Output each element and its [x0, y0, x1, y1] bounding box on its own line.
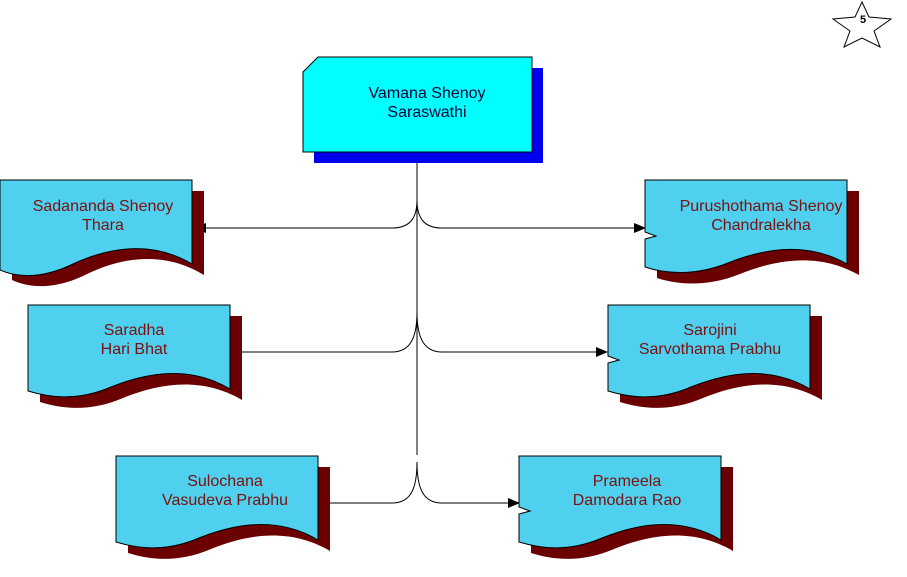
child-node-5-box: [115, 455, 319, 549]
arrow-right-3: [508, 498, 520, 508]
child-node-1[interactable]: [0, 179, 204, 287]
root-name-line1: Vamana Shenoy: [368, 85, 486, 102]
child-3-line1: Saradha: [103, 322, 165, 339]
child-6-line2: Damodara Rao: [572, 492, 682, 509]
arrow-right-1: [634, 223, 646, 233]
connectors: [198, 163, 644, 504]
child-label-3: Saradha Hari Bhat: [33, 321, 235, 359]
child-4-line1: Sarojini: [683, 322, 737, 339]
child-node-4-box: [607, 304, 811, 398]
child-5-line2: Vasudeva Prabhu: [161, 492, 288, 509]
root-name-line2: Saraswathi: [387, 104, 467, 121]
page-star-icon: [831, 0, 893, 49]
child-label-5: Sulochana Vasudeva Prabhu: [124, 472, 326, 510]
child-node-4[interactable]: [607, 304, 822, 408]
page-number: 5: [859, 14, 867, 26]
root-label: Vamana Shenoy Saraswathi: [303, 84, 551, 122]
connector-right-3: [416, 461, 518, 504]
connector-left-2: [232, 311, 418, 353]
arrow-right-2: [596, 347, 608, 357]
connector-right-1: [416, 199, 644, 229]
child-node-6-box: [518, 455, 722, 549]
child-node-6[interactable]: [518, 455, 733, 559]
connector-left-3: [320, 461, 418, 504]
child-label-4: Sarojini Sarvothama Prabhu: [608, 321, 812, 359]
child-2-line1: Purushothama Shenoy: [679, 198, 843, 215]
child-node-1-box: [0, 179, 193, 277]
child-node-2[interactable]: [644, 179, 859, 284]
connector-left-1: [198, 199, 418, 229]
child-3-line2: Hari Bhat: [100, 341, 168, 358]
root-node[interactable]: [302, 56, 543, 163]
child-2-line2: Chandralekha: [711, 217, 811, 234]
child-label-6: Prameela Damodara Rao: [526, 472, 728, 510]
child-label-2: Purushothama Shenoy Chandralekha: [658, 197, 864, 235]
child-6-line1: Prameela: [592, 473, 662, 490]
child-node-3[interactable]: [27, 304, 242, 408]
child-1-line2: Thara: [82, 217, 124, 234]
root-node-box: [302, 56, 533, 153]
connector-right-2: [416, 311, 606, 353]
child-node-3-box: [27, 304, 231, 398]
child-5-line1: Sulochana: [187, 473, 263, 490]
child-label-1: Sadananda Shenoy Thara: [0, 197, 206, 235]
child-4-line2: Sarvothama Prabhu: [638, 341, 782, 358]
child-1-line1: Sadananda Shenoy: [32, 198, 174, 215]
child-node-2-box: [644, 179, 848, 273]
child-node-5[interactable]: [115, 455, 330, 559]
